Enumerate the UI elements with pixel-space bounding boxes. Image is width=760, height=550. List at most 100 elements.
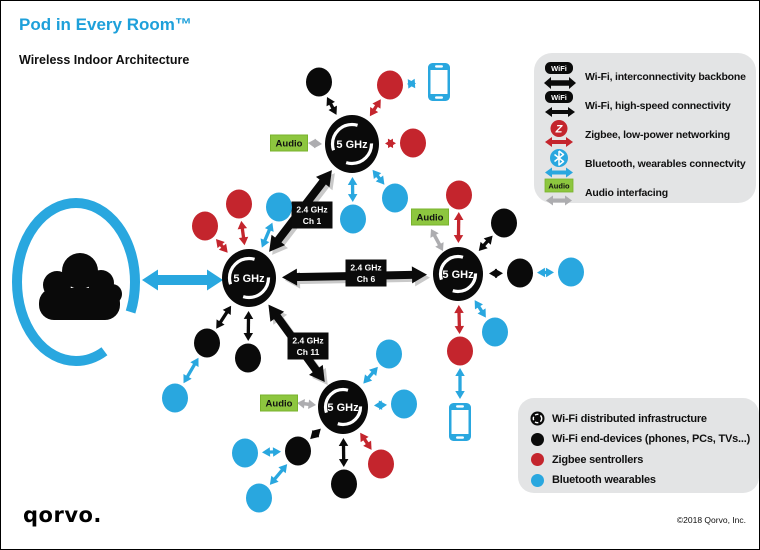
black-link-arrow	[478, 235, 493, 251]
legend-label: Wi-Fi, high-speed connectivity	[585, 99, 731, 112]
blue-device-dot	[340, 204, 366, 234]
red-link-arrow	[215, 238, 228, 253]
legend-item-bluetooth: Bluetooth, wearables connectvity	[542, 149, 750, 178]
svg-text:2.4 GHz: 2.4 GHz	[296, 205, 327, 215]
legend-label: Audio interfacing	[585, 186, 668, 199]
black-link-arrow	[310, 428, 321, 440]
blue-dot-icon	[531, 473, 544, 487]
blue-link-arrow	[269, 464, 288, 485]
wifi-backbone-icon: WiFi	[544, 62, 576, 89]
legend-devices: Wi-Fi distributed infrastructure Wi-Fi e…	[518, 398, 759, 493]
page-title: Pod in Every Room™	[19, 15, 192, 34]
black-link-arrow	[338, 437, 349, 468]
blue-link-arrow	[406, 78, 417, 89]
red-link-arrow	[454, 304, 465, 335]
audio-right-tag: Audio	[411, 208, 449, 226]
wifi-backbone-arrow	[544, 77, 576, 89]
wifi-badge-text: WiFi	[551, 93, 567, 102]
red-dot-icon	[531, 453, 544, 467]
pod-ring	[323, 387, 363, 427]
audio-icon: Audio	[544, 178, 574, 206]
blue-link-arrow	[347, 176, 358, 203]
blue-device-dot	[376, 339, 402, 369]
legend-label: Bluetooth wearables	[552, 474, 656, 487]
blue-device-dot	[232, 438, 258, 468]
pod-ring	[227, 256, 271, 300]
cloud-ring	[12, 198, 140, 366]
bluetooth-icon	[545, 149, 573, 178]
black-device-dot	[194, 328, 220, 358]
black-device-dot	[331, 469, 357, 499]
svg-text:Ch 1: Ch 1	[303, 216, 322, 226]
svg-text:2.4 GHz: 2.4 GHz	[350, 263, 381, 273]
legend-label: Bluetooth, wearables connectvity	[585, 157, 746, 170]
legend-item-wifi-backbone: WiFi Wi-Fi, interconnectivity backbone	[542, 62, 750, 91]
legend-item-infrastructure: Wi-Fi distributed infrastructure	[530, 411, 759, 426]
black-device-dot	[491, 208, 517, 238]
legend-item-wifi-highspeed: WiFi Wi-Fi, high-speed connectivity	[542, 91, 750, 120]
blue-device-dot	[246, 483, 272, 513]
blue-link-arrow	[372, 169, 385, 185]
blue-link-arrow	[536, 267, 555, 278]
svg-text:Ch 6: Ch 6	[357, 274, 376, 284]
black-link-arrow	[326, 97, 337, 115]
legend-label: Wi-Fi, interconnectivity backbone	[585, 70, 746, 83]
legend-item-audio: Audio Audio interfacing	[542, 178, 750, 207]
black-link-arrow	[243, 310, 254, 342]
blue-link-arrow	[261, 447, 282, 457]
blue-device-dot	[482, 317, 508, 347]
bluetooth-arrow	[545, 167, 573, 178]
blue-link-arrow	[260, 222, 274, 248]
black-device-dot	[507, 258, 533, 288]
svg-text:Ch 11: Ch 11	[297, 347, 320, 357]
legend-item-bluetooth-wearables: Bluetooth wearables	[530, 473, 759, 488]
legend-label: Wi-Fi end-devices (phones, PCs, TVs...)	[552, 433, 751, 446]
pod-bottom: 5 GHz	[318, 380, 368, 434]
pod-label: 5 GHz	[327, 402, 359, 414]
pod-top: 5 GHz	[325, 115, 379, 173]
wifi-highspeed-icon: WiFi	[545, 91, 575, 117]
legend-label: Zigbee, low-power networking	[585, 128, 730, 141]
cloud-icon	[39, 253, 122, 320]
wifi-badge-text: WiFi	[551, 64, 567, 73]
legend-label: Wi-Fi distributed infrastructure	[552, 412, 707, 425]
red-link-arrow	[360, 432, 372, 450]
blue-link-arrow	[363, 366, 378, 384]
wifi-highspeed-arrow	[545, 107, 575, 117]
audio-link-arrow	[297, 399, 316, 409]
pod-label: 5 GHz	[336, 139, 368, 151]
audio-tag-label: Audio	[417, 213, 444, 224]
blue-link-arrow	[474, 300, 486, 318]
blue-device-dot	[266, 192, 292, 222]
audio-link-arrow	[430, 229, 444, 251]
pod-ring	[438, 254, 478, 294]
blue-device-dot	[382, 183, 408, 213]
legend-label: Zigbee sentrollers	[552, 453, 644, 466]
legend-item-end-devices: Wi-Fi end-devices (phones, PCs, TVs...)	[530, 432, 759, 447]
audio-link-arrow	[308, 138, 322, 149]
black-link-arrow	[488, 268, 504, 279]
audio-tag-label: Audio	[276, 139, 303, 150]
blue-link-arrow	[455, 368, 465, 399]
black-device-dot	[285, 436, 311, 466]
legend-item-zigbee: Z Zigbee, low-power networking	[542, 120, 750, 149]
pod-icon	[530, 411, 545, 426]
qorvo-logo: qorvo.	[23, 503, 102, 527]
legend-item-zigbee-sentrollers: Zigbee sentrollers	[530, 452, 759, 467]
smartphone-icon	[449, 403, 471, 441]
red-device-dot	[446, 180, 472, 210]
red-device-dot	[226, 189, 252, 219]
zigbee-icon: Z	[545, 120, 573, 147]
black-device-dot	[235, 343, 261, 373]
pod-right: 5 GHz	[433, 247, 483, 301]
pod-center: 5 GHz	[222, 249, 276, 307]
audio-bottom-tag: Audio	[260, 394, 298, 412]
black-link-arrow	[216, 305, 232, 329]
red-device-dot	[447, 336, 473, 366]
zigbee-arrow	[545, 137, 573, 147]
audio-arrow	[546, 195, 572, 206]
